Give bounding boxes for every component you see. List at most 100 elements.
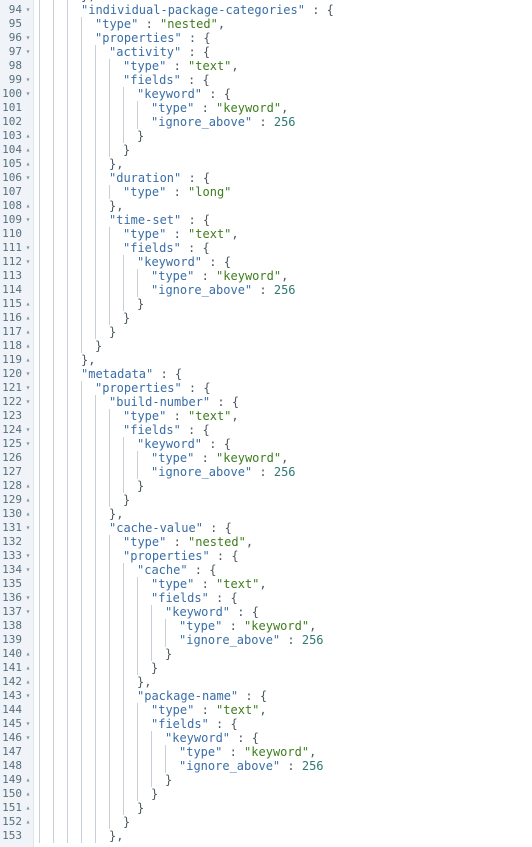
fold-collapse-icon[interactable]: ▾	[25, 5, 31, 14]
code-line[interactable]: 113"type" : "keyword",	[0, 269, 532, 283]
code-line[interactable]: 132"type" : "nested",	[0, 535, 532, 549]
code-line[interactable]: 103▴}	[0, 129, 532, 143]
code-line[interactable]: 131▾"cache-value" : {	[0, 521, 532, 535]
code-line[interactable]: 127"ignore_above" : 256	[0, 465, 532, 479]
fold-collapse-icon[interactable]: ▾	[25, 733, 31, 742]
fold-expand-icon[interactable]: ▴	[25, 677, 31, 686]
code-line[interactable]: 104▴}	[0, 143, 532, 157]
code-line[interactable]: 100▾"keyword" : {	[0, 87, 532, 101]
code-line[interactable]: 95"type" : "nested",	[0, 17, 532, 31]
fold-expand-icon[interactable]: ▴	[25, 663, 31, 672]
fold-expand-icon[interactable]: ▴	[25, 159, 31, 168]
fold-collapse-icon[interactable]: ▾	[25, 425, 31, 434]
code-line[interactable]: 143▾"package-name" : {	[0, 689, 532, 703]
code-line[interactable]: 109▾"time-set" : {	[0, 213, 532, 227]
code-line[interactable]: 137▾"keyword" : {	[0, 605, 532, 619]
code-line[interactable]: 149▴}	[0, 773, 532, 787]
code-line[interactable]: 140▴}	[0, 647, 532, 661]
code-line[interactable]: 152▴}	[0, 815, 532, 829]
fold-expand-icon[interactable]: ▴	[25, 355, 31, 364]
fold-expand-icon[interactable]: ▴	[25, 327, 31, 336]
code-line[interactable]: 139"ignore_above" : 256	[0, 633, 532, 647]
code-line[interactable]: 101"type" : "keyword",	[0, 101, 532, 115]
code-line[interactable]: 110"type" : "text",	[0, 227, 532, 241]
fold-expand-icon[interactable]: ▴	[25, 145, 31, 154]
code-line[interactable]: 93},	[0, 0, 532, 3]
fold-expand-icon[interactable]: ▴	[25, 201, 31, 210]
code-line[interactable]: 128▴}	[0, 479, 532, 493]
code-line[interactable]: 145▾"fields" : {	[0, 717, 532, 731]
code-line[interactable]: 116▴}	[0, 311, 532, 325]
code-line[interactable]: 94▾"individual-package-categories" : {	[0, 3, 532, 17]
code-line[interactable]: 126"type" : "keyword",	[0, 451, 532, 465]
code-line[interactable]: 120▾"metadata" : {	[0, 367, 532, 381]
code-line[interactable]: 98"type" : "text",	[0, 59, 532, 73]
code-line[interactable]: 144"type" : "text",	[0, 703, 532, 717]
fold-collapse-icon[interactable]: ▾	[25, 243, 31, 252]
code-line[interactable]: 153},	[0, 829, 532, 843]
fold-expand-icon[interactable]: ▴	[25, 131, 31, 140]
code-line[interactable]: 130▴},	[0, 507, 532, 521]
fold-collapse-icon[interactable]: ▾	[25, 439, 31, 448]
code-line[interactable]: 96▾"properties" : {	[0, 31, 532, 45]
code-line[interactable]: 142▴},	[0, 675, 532, 689]
code-line[interactable]: 121▾"properties" : {	[0, 381, 532, 395]
fold-collapse-icon[interactable]: ▾	[25, 593, 31, 602]
fold-collapse-icon[interactable]: ▾	[25, 607, 31, 616]
fold-collapse-icon[interactable]: ▾	[25, 691, 31, 700]
code-line[interactable]: 133▾"properties" : {	[0, 549, 532, 563]
code-line[interactable]: 105▴},	[0, 157, 532, 171]
code-line[interactable]: 147"type" : "keyword",	[0, 745, 532, 759]
fold-collapse-icon[interactable]: ▾	[25, 369, 31, 378]
code-line[interactable]: 117▴}	[0, 325, 532, 339]
code-line[interactable]: 129▴}	[0, 493, 532, 507]
fold-expand-icon[interactable]: ▴	[25, 299, 31, 308]
fold-collapse-icon[interactable]: ▾	[25, 47, 31, 56]
code-line[interactable]: 150▴}	[0, 787, 532, 801]
code-line[interactable]: 148"ignore_above" : 256	[0, 759, 532, 773]
code-line[interactable]: 124▾"fields" : {	[0, 423, 532, 437]
code-line[interactable]: 106▾"duration" : {	[0, 171, 532, 185]
code-line[interactable]: 119▴},	[0, 353, 532, 367]
code-line[interactable]: 107"type" : "long"	[0, 185, 532, 199]
fold-collapse-icon[interactable]: ▾	[25, 33, 31, 42]
fold-collapse-icon[interactable]: ▾	[25, 173, 31, 182]
code-line[interactable]: 134▾"cache" : {	[0, 563, 532, 577]
fold-collapse-icon[interactable]: ▾	[25, 383, 31, 392]
fold-collapse-icon[interactable]: ▾	[25, 397, 31, 406]
code-line[interactable]: 136▾"fields" : {	[0, 591, 532, 605]
fold-expand-icon[interactable]: ▴	[25, 313, 31, 322]
code-line[interactable]: 108▴},	[0, 199, 532, 213]
code-line[interactable]: 114"ignore_above" : 256	[0, 283, 532, 297]
code-line[interactable]: 122▾"build-number" : {	[0, 395, 532, 409]
fold-collapse-icon[interactable]: ▾	[25, 523, 31, 532]
fold-expand-icon[interactable]: ▴	[25, 341, 31, 350]
code-line[interactable]: 123"type" : "text",	[0, 409, 532, 423]
fold-expand-icon[interactable]: ▴	[25, 481, 31, 490]
code-line[interactable]: 138"type" : "keyword",	[0, 619, 532, 633]
fold-expand-icon[interactable]: ▴	[25, 649, 31, 658]
fold-collapse-icon[interactable]: ▾	[25, 551, 31, 560]
fold-collapse-icon[interactable]: ▾	[25, 215, 31, 224]
fold-collapse-icon[interactable]: ▾	[25, 75, 31, 84]
fold-expand-icon[interactable]: ▴	[25, 789, 31, 798]
fold-expand-icon[interactable]: ▴	[25, 509, 31, 518]
code-line[interactable]: 118▴}	[0, 339, 532, 353]
fold-collapse-icon[interactable]: ▾	[25, 89, 31, 98]
code-line[interactable]: 141▴}	[0, 661, 532, 675]
code-line[interactable]: 97▾"activity" : {	[0, 45, 532, 59]
fold-collapse-icon[interactable]: ▾	[25, 257, 31, 266]
code-line[interactable]: 146▾"keyword" : {	[0, 731, 532, 745]
code-line[interactable]: 135"type" : "text",	[0, 577, 532, 591]
fold-expand-icon[interactable]: ▴	[25, 817, 31, 826]
code-line[interactable]: 151▴}	[0, 801, 532, 815]
code-line[interactable]: 99▾"fields" : {	[0, 73, 532, 87]
fold-expand-icon[interactable]: ▴	[25, 495, 31, 504]
fold-expand-icon[interactable]: ▴	[25, 803, 31, 812]
code-line[interactable]: 112▾"keyword" : {	[0, 255, 532, 269]
code-line[interactable]: 115▴}	[0, 297, 532, 311]
fold-collapse-icon[interactable]: ▾	[25, 565, 31, 574]
code-line[interactable]: 111▾"fields" : {	[0, 241, 532, 255]
fold-expand-icon[interactable]: ▴	[25, 775, 31, 784]
